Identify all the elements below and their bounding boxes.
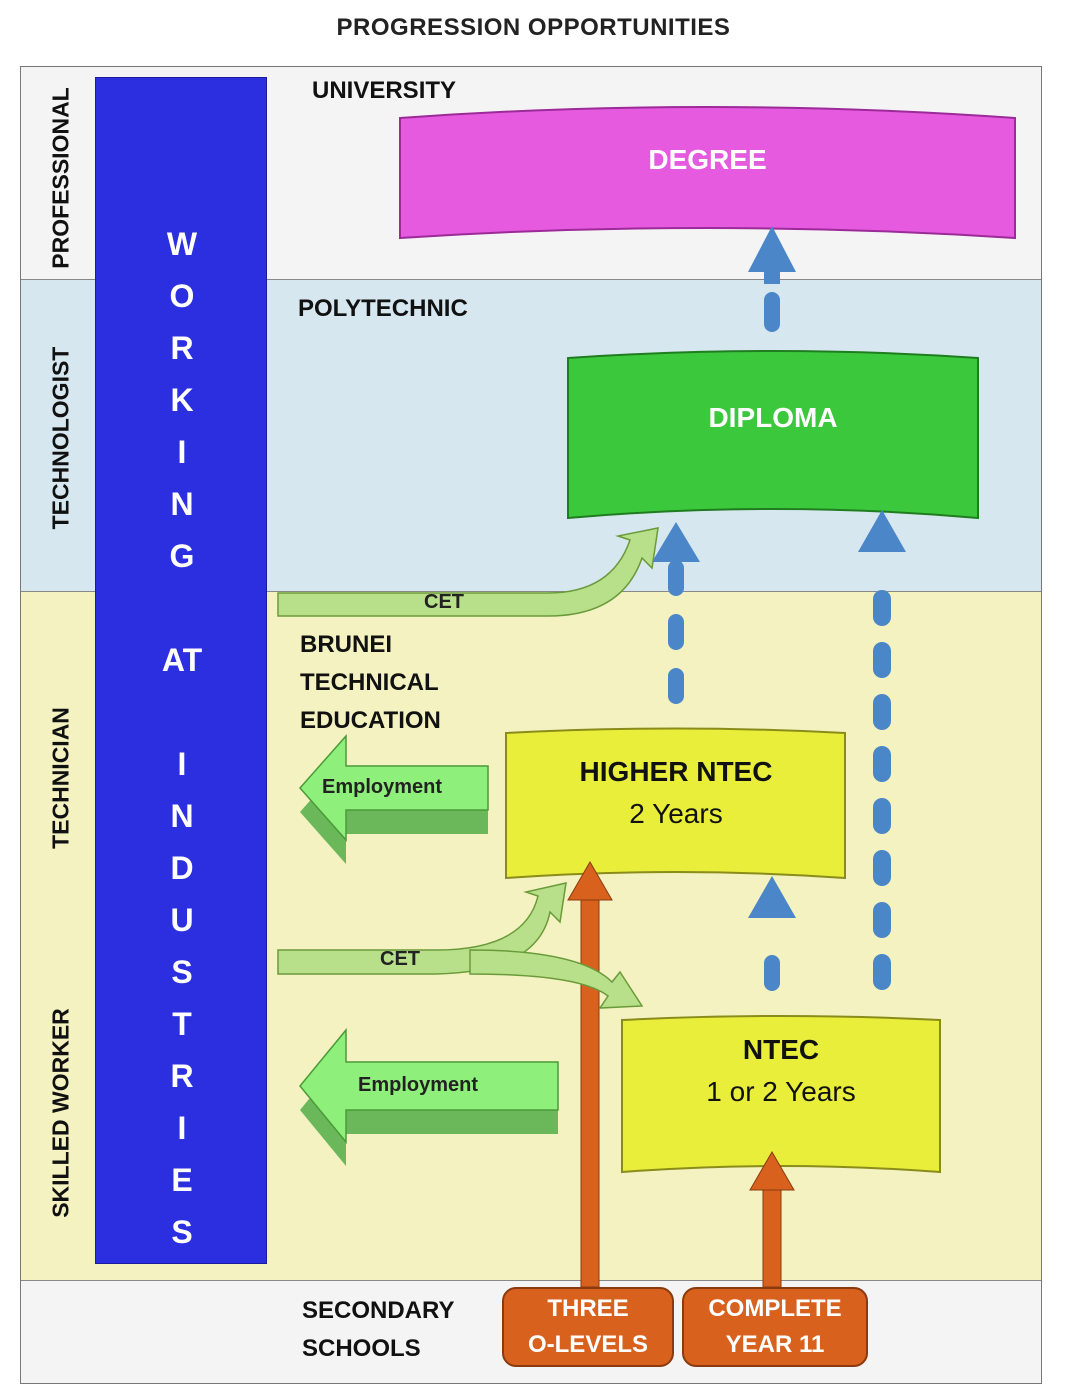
- bar-letter: S: [171, 954, 193, 990]
- cet-arrow-lower-right: [469, 949, 644, 1009]
- diploma-box: [567, 350, 979, 520]
- ntec-title: NTEC: [742, 1034, 820, 1065]
- bar-letter: S: [171, 1214, 193, 1250]
- ntec-duration: 1 or 2 Years: [706, 1076, 856, 1107]
- entry-year11-line2: YEAR 11: [725, 1331, 825, 1358]
- entry-three-olevels-line1: THREE: [547, 1295, 629, 1322]
- entry-three-olevels-line2: O-LEVELS: [527, 1331, 648, 1358]
- cet-label-upper: CET: [424, 591, 464, 613]
- bar-letter: G: [169, 538, 195, 574]
- degree-box: [399, 106, 1016, 240]
- ntec-box: [621, 1015, 941, 1174]
- bar-letter: AT: [161, 642, 203, 678]
- cet-label-lower: CET: [380, 948, 420, 970]
- bar-letter: N: [170, 798, 194, 834]
- bar-letter: T: [172, 1006, 192, 1042]
- label-university: UNIVERSITY: [312, 77, 457, 104]
- entry-arrows: [567, 861, 795, 1288]
- diagram-frame: [20, 66, 1042, 1384]
- page-title: PROGRESSION OPPORTUNITIES: [336, 14, 731, 41]
- employment-arrow-lower: [299, 1027, 559, 1166]
- employment-label-lower: Employment: [358, 1074, 479, 1096]
- cet-arrow-upper: [277, 527, 659, 617]
- working-at-industries-bar: W O R K I N G AT I N D U S T R I E S: [95, 77, 267, 1264]
- progression-arrows: [652, 226, 906, 991]
- bar-letter: R: [170, 1058, 194, 1094]
- bar-letter: I: [177, 746, 187, 782]
- bar-letter: I: [177, 434, 187, 470]
- label-bte-line1: BRUNEI: [300, 631, 393, 658]
- label-secondary-line2: SCHOOLS: [302, 1335, 421, 1362]
- label-bte-line3: EDUCATION: [300, 707, 441, 734]
- bar-letter: N: [170, 486, 194, 522]
- degree-label: DEGREE: [648, 144, 767, 175]
- employment-label-upper: Employment: [322, 776, 443, 798]
- diploma-label: DIPLOMA: [708, 402, 838, 433]
- higher-ntec-title: HIGHER NTEC: [579, 756, 773, 787]
- entry-complete-year11: COMPLETE YEAR 11: [682, 1287, 868, 1367]
- bar-letter: W: [166, 226, 198, 262]
- bar-letter: U: [170, 902, 194, 938]
- employment-arrow-upper: [298, 734, 489, 864]
- bar-letter: R: [170, 330, 194, 366]
- bar-letter: D: [170, 850, 194, 886]
- entry-year11-line1: COMPLETE: [708, 1295, 842, 1322]
- bar-letter: K: [170, 382, 194, 418]
- entry-three-olevels: THREE O-LEVELS: [502, 1287, 674, 1367]
- label-polytechnic: POLYTECHNIC: [298, 295, 468, 322]
- higher-ntec-box: [505, 727, 846, 880]
- higher-ntec-duration: 2 Years: [629, 798, 723, 829]
- label-bte-line2: TECHNICAL: [300, 669, 439, 696]
- label-secondary-line1: SECONDARY: [302, 1297, 455, 1324]
- bar-letter: I: [177, 1110, 187, 1146]
- bar-letter: E: [171, 1162, 193, 1198]
- bar-letter: O: [169, 278, 195, 314]
